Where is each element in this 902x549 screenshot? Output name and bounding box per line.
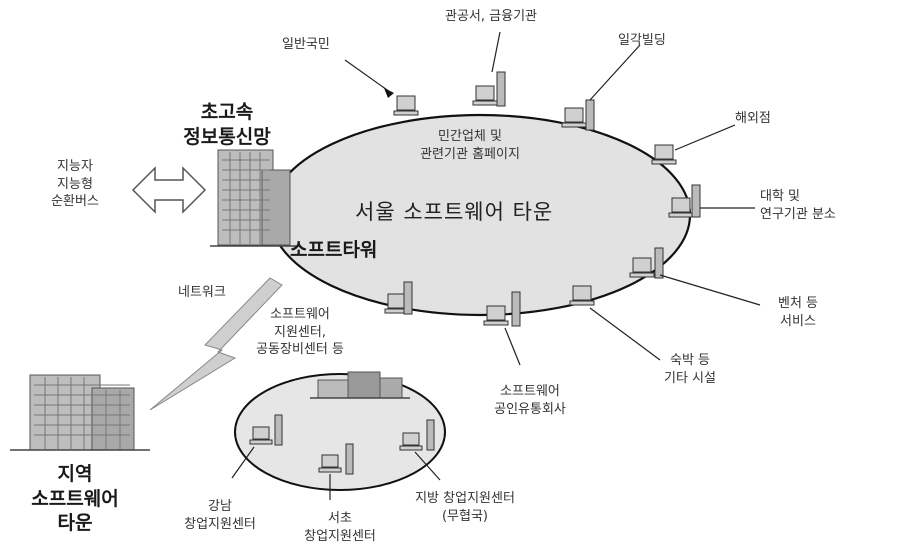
regional-title-line3: 타운 bbox=[57, 512, 93, 535]
network-title-line1: 초고속 bbox=[200, 101, 254, 123]
local-line1: 지방 창업지원센터 bbox=[415, 491, 515, 506]
node-ministry: 관공서, 금융기관 bbox=[445, 9, 537, 24]
node-lodging: 숙박 등 기타 시설 bbox=[640, 352, 740, 387]
computer-icon-support bbox=[384, 281, 413, 315]
inner-label-line1: 민간업체 및 bbox=[438, 129, 502, 144]
network-lightning-icon bbox=[149, 277, 283, 411]
university-line1: 대학 및 bbox=[760, 189, 801, 204]
node-ilgak: 일각빌딩 bbox=[618, 33, 666, 48]
network-title-line2: 정보통신망 bbox=[183, 125, 271, 148]
arrow-head-icon bbox=[384, 88, 394, 98]
support-center-building-icon bbox=[310, 371, 410, 399]
regional-tower-building-icon bbox=[10, 374, 150, 451]
lodging-line2: 기타 시설 bbox=[664, 370, 716, 386]
venture-line1: 벤처 등 bbox=[777, 296, 818, 311]
node-support-center: 소프트웨어 지원센터, 공동장비센터 등 bbox=[225, 306, 375, 359]
seocho-line2: 창업지원센터 bbox=[304, 528, 376, 544]
support-line2: 지원센터, bbox=[274, 324, 326, 340]
computer-icon-local bbox=[399, 419, 435, 451]
left-info-labels: 지능자 지능형 순환버스 bbox=[30, 158, 120, 211]
left-label-1: 지능자 bbox=[57, 159, 93, 174]
left-label-2: 지능형 bbox=[57, 176, 93, 192]
regional-town-ring bbox=[234, 373, 446, 491]
node-venture: 벤처 등 서비스 bbox=[758, 295, 838, 330]
main-ring-title: 서울 소프트웨어 타운 bbox=[355, 200, 554, 224]
node-distributor: 소프트웨어 공인유통회사 bbox=[470, 383, 590, 418]
soft-tower-label: 소프트타워 bbox=[290, 239, 378, 261]
support-line3: 공동장비센터 등 bbox=[256, 342, 344, 358]
computer-icon-public bbox=[393, 95, 419, 116]
computer-icon-ministry bbox=[472, 71, 506, 107]
connector-lines bbox=[231, 31, 761, 500]
node-gangnam: 강남 창업지원센터 bbox=[165, 498, 275, 533]
network-title: 초고속 정보통신망 bbox=[172, 100, 282, 149]
regional-title: 지역 소프트웨어 타운 bbox=[15, 462, 135, 536]
node-overseas: 해외점 bbox=[735, 111, 771, 126]
seocho-line1: 서초 bbox=[328, 511, 352, 526]
university-line2: 연구기관 분소 bbox=[760, 206, 836, 222]
computer-icon-distributor bbox=[483, 291, 521, 327]
soft-tower-building-icon bbox=[210, 149, 300, 247]
network-label: 네트워크 bbox=[178, 285, 226, 300]
distributor-line1: 소프트웨어 bbox=[500, 384, 560, 399]
computer-icon-seocho bbox=[318, 443, 354, 475]
computer-icon-overseas bbox=[651, 144, 677, 165]
gangnam-line1: 강남 bbox=[208, 499, 232, 514]
distributor-line2: 공인유통회사 bbox=[494, 401, 566, 417]
computer-icon-ilgak bbox=[561, 99, 595, 131]
node-seocho: 서초 창업지원센터 bbox=[285, 510, 395, 545]
node-public: 일반국민 bbox=[282, 37, 330, 52]
regional-title-line1: 지역 bbox=[57, 463, 93, 485]
computer-icon-venture bbox=[629, 247, 664, 279]
gangnam-line2: 창업지원센터 bbox=[184, 516, 256, 532]
node-local: 지방 창업지원센터 (무협국) bbox=[390, 490, 540, 525]
support-line1: 소프트웨어 bbox=[270, 307, 330, 322]
local-line2: (무협국) bbox=[441, 508, 489, 524]
main-ring-inner-label: 민간업체 및 관련기관 홈페이지 bbox=[390, 128, 550, 163]
inner-label-line2: 관련기관 홈페이지 bbox=[420, 146, 520, 162]
computer-icon-university bbox=[668, 184, 701, 218]
left-label-3: 순환버스 bbox=[51, 194, 99, 210]
regional-title-line2: 소프트웨어 bbox=[31, 487, 119, 510]
lodging-line1: 숙박 등 bbox=[669, 353, 710, 368]
venture-line2: 서비스 bbox=[780, 313, 816, 329]
node-university: 대학 및 연구기관 분소 bbox=[760, 188, 836, 223]
double-arrow-icon bbox=[131, 166, 207, 214]
computer-icon-lodging bbox=[569, 285, 595, 306]
computer-icon-gangnam bbox=[249, 414, 283, 446]
